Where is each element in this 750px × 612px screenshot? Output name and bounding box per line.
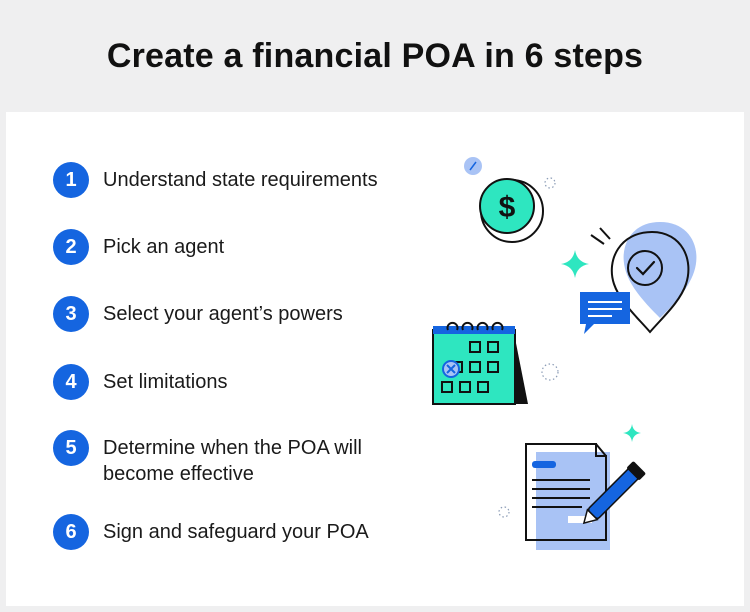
dotted-circle-icon (541, 363, 559, 381)
step-number-badge: 1 (53, 162, 89, 198)
dotted-circle-icon (498, 506, 510, 518)
sparkle-icon (623, 424, 641, 442)
step-number-badge: 2 (53, 229, 89, 265)
step-label: Select your agent’s powers (103, 303, 343, 325)
coin-symbol: $ (499, 191, 516, 224)
step-label: Determine when the POA will become effec… (103, 437, 363, 485)
step-number-badge: 4 (53, 364, 89, 400)
step-2: 2 Pick an agent (53, 229, 403, 265)
steps-card: 1 Understand state requirements 2 Pick a… (6, 112, 744, 606)
location-check-icon (590, 222, 697, 334)
dotted-circle-icon (544, 177, 556, 189)
step-4: 4 Set limitations (53, 364, 403, 400)
step-3: 3 Select your agent’s powers (53, 296, 403, 332)
chat-bubble-icon (580, 292, 630, 334)
step-label: Pick an agent (103, 236, 225, 258)
step-label: Understand state requirements (103, 169, 378, 191)
document-pen-icon (525, 443, 646, 550)
step-number-badge: 6 (53, 514, 89, 550)
step-number-badge: 5 (53, 430, 89, 466)
dollar-coin-icon: $ (479, 178, 544, 243)
step-5: 5 Determine when the POA will become eff… (53, 430, 403, 487)
sparkle-icon (561, 250, 589, 278)
calendar-icon (432, 321, 528, 405)
step-label: Sign and safeguard your POA (103, 521, 369, 543)
header: Create a financial POA in 6 steps (0, 0, 750, 112)
step-label: Set limitations (103, 371, 228, 393)
step-6: 6 Sign and safeguard your POA (53, 514, 403, 550)
step-number-badge: 3 (53, 296, 89, 332)
small-dot-icon (464, 157, 482, 175)
page-title: Create a financial POA in 6 steps (106, 36, 644, 75)
step-1: 1 Understand state requirements (53, 162, 403, 198)
